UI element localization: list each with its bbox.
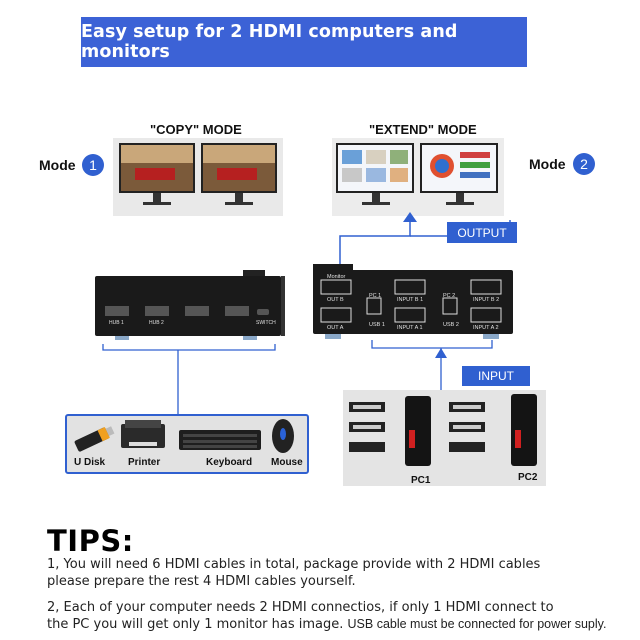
tip-line-3: 2, Each of your computer needs 2 HDMI co…	[47, 600, 554, 615]
mode-1-badge: 1	[82, 154, 104, 176]
svg-text:INPUT B 1: INPUT B 1	[397, 297, 423, 303]
svg-text:OUT B: OUT B	[327, 297, 344, 303]
usb-cable-icon	[449, 442, 485, 452]
monitor-icon	[420, 143, 498, 205]
usb-drive-icon	[74, 426, 115, 452]
monitor-label: Monitor	[327, 274, 346, 280]
extend-mode-title: "EXTEND" MODE	[369, 122, 477, 137]
mode-2-badge: 2	[573, 153, 595, 175]
input-tag: INPUT	[462, 366, 530, 386]
hdmi-port-icon	[320, 307, 352, 323]
svg-text:INPUT B 2: INPUT B 2	[473, 297, 499, 303]
svg-text:USB 2: USB 2	[443, 322, 459, 328]
header-banner: Easy setup for 2 HDMI computers and moni…	[81, 17, 527, 67]
usb-port-icon	[145, 306, 169, 316]
hdmi-port-icon	[320, 279, 352, 295]
copy-mode-label: Mode	[39, 157, 76, 173]
svg-text:INPUT A 1: INPUT A 1	[397, 325, 423, 331]
tip-line-4: the PC you will get only 1 monitor has i…	[47, 616, 606, 633]
svg-text:PC 2: PC 2	[443, 293, 455, 299]
extend-mode-label: Mode	[529, 156, 566, 172]
peripheral-label-printer: Printer	[128, 457, 161, 468]
pc-icons	[349, 394, 537, 466]
usb-b-port-icon	[366, 297, 382, 315]
copy-mode-title: "COPY" MODE	[150, 122, 242, 137]
kvm-switch-back: Monitor OUT B PC 1 INPUT B 1 PC 2 INPUT …	[313, 264, 513, 339]
input-connector	[371, 340, 493, 390]
peripheral-label-mouse: Mouse	[271, 457, 303, 468]
tips-title: TIPS:	[47, 524, 134, 558]
usb-b-port-icon	[442, 297, 458, 315]
printer-icon	[121, 420, 165, 448]
hdmi-port-icon	[470, 307, 502, 323]
monitor-icon	[119, 143, 195, 205]
output-tag: OUTPUT	[447, 222, 517, 243]
usb-c-port-icon	[257, 309, 269, 315]
kvm-switch-front: HUB 1 HUB 2 SWITCH	[95, 270, 285, 340]
svg-text:OUT A: OUT A	[327, 325, 344, 331]
tip-line-4a: the PC you will get only 1 monitor has i…	[47, 617, 344, 632]
tip-line-1: 1, You will need 6 HDMI cables in total,…	[47, 557, 541, 572]
pc-tower-icon	[405, 396, 431, 466]
peripheral-connector	[102, 344, 276, 416]
port-label: HUB 2	[149, 320, 164, 326]
extend-mode-monitors	[332, 138, 504, 216]
usb-port-icon	[225, 306, 249, 316]
monitor-icon	[336, 143, 414, 205]
pc1-label: PC1	[411, 475, 431, 486]
copy-mode-monitors	[113, 138, 283, 216]
peripheral-label-keyboard: Keyboard	[206, 457, 253, 468]
switch-label: SWITCH	[256, 320, 276, 326]
hdmi-port-icon	[394, 307, 426, 323]
pc2-label: PC2	[518, 472, 538, 483]
tip-line-2: please prepare the rest 4 HDMI cables yo…	[47, 574, 356, 589]
hdmi-port-icon	[394, 279, 426, 295]
tip-line-4b: USB cable must be connected for power su…	[347, 617, 607, 631]
usb-port-icon	[105, 306, 129, 316]
usb-port-icon	[185, 306, 209, 316]
svg-text:USB 1: USB 1	[369, 322, 385, 328]
pc-tower-icon	[511, 394, 537, 466]
port-label: HUB 1	[109, 320, 124, 326]
svg-text:INPUT A 2: INPUT A 2	[473, 325, 499, 331]
peripheral-icons	[74, 419, 294, 453]
svg-text:PC 1: PC 1	[369, 293, 381, 299]
monitor-icon	[201, 143, 277, 205]
hdmi-port-icon	[470, 279, 502, 295]
keyboard-icon	[179, 430, 261, 450]
peripheral-label-udisk: U Disk	[74, 457, 106, 468]
usb-cable-icon	[349, 442, 385, 452]
mouse-icon	[272, 419, 294, 453]
